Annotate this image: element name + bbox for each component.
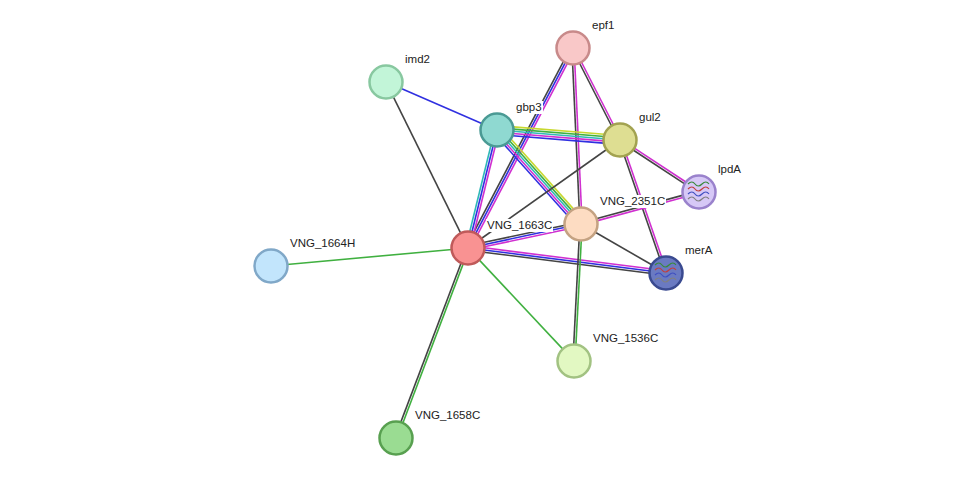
protein-node: epf1 — [555, 30, 591, 66]
interaction-edge — [596, 195, 684, 221]
protein-node: VNG_2351C — [563, 206, 599, 242]
interaction-edge — [484, 248, 651, 273]
protein-node: merA — [648, 255, 684, 291]
interaction-edge — [579, 62, 613, 127]
node-circle — [681, 174, 717, 210]
evidence-line — [287, 249, 452, 264]
protein-node: imd2 — [368, 64, 404, 100]
evidence-line — [484, 248, 650, 269]
evidence-line — [508, 142, 571, 212]
node-label: epf1 — [591, 19, 615, 32]
node-circle — [253, 248, 289, 284]
node-circle — [555, 30, 591, 66]
evidence-line — [484, 252, 650, 273]
node-label: gul2 — [638, 111, 662, 124]
evidence-line — [475, 62, 565, 234]
node-label: VNG_1536C — [592, 332, 659, 345]
interaction-edge — [287, 249, 452, 264]
interaction-edge — [574, 240, 582, 345]
interaction-edge — [513, 127, 605, 143]
evidence-line — [574, 240, 579, 345]
interaction-edge — [633, 148, 686, 184]
interaction-edge — [595, 232, 652, 265]
node-label: VNG_1664H — [289, 237, 356, 250]
evidence-line — [513, 136, 604, 143]
node-circle — [648, 255, 684, 291]
evidence-line — [633, 150, 685, 184]
evidence-line — [596, 195, 683, 219]
interaction-edge — [479, 260, 563, 350]
node-label: lpdA — [717, 163, 742, 176]
interaction-edge — [393, 96, 461, 233]
evidence-line — [484, 250, 650, 271]
evidence-line — [506, 143, 569, 213]
protein-node: lpdA — [681, 174, 717, 210]
node-circle — [563, 206, 599, 242]
protein-node: VNG_1536C — [556, 343, 592, 379]
protein-node: VNG_1664H — [253, 248, 289, 284]
node-circle — [378, 420, 414, 456]
node-label: VNG_1658C — [414, 409, 481, 422]
evidence-line — [511, 139, 574, 209]
evidence-line — [509, 140, 572, 210]
evidence-line — [579, 63, 611, 127]
interaction-edge — [401, 263, 464, 424]
evidence-line — [401, 88, 483, 123]
protein-node: VNG_1658C — [378, 420, 414, 456]
interaction-edge — [504, 139, 573, 215]
node-label: VNG_1663C — [486, 219, 553, 232]
evidence-line — [484, 229, 566, 246]
node-circle — [479, 112, 515, 148]
protein-node: gul2 — [602, 122, 638, 158]
evidence-line — [581, 62, 613, 126]
node-label: merA — [684, 244, 713, 257]
node-circle — [602, 122, 638, 158]
interaction-edge — [473, 61, 567, 235]
protein-node: gbp3 — [479, 112, 515, 148]
evidence-line — [479, 260, 563, 350]
node-label: VNG_2351C — [599, 195, 666, 208]
protein-node: VNG_1663C — [450, 230, 486, 266]
evidence-line — [403, 263, 464, 423]
node-circle — [368, 64, 404, 100]
node-label: gbp3 — [515, 101, 543, 114]
evidence-line — [401, 263, 462, 423]
node-label: imd2 — [404, 53, 431, 66]
node-circle — [556, 343, 592, 379]
evidence-line — [634, 148, 686, 182]
evidence-line — [595, 232, 652, 265]
interaction-edge — [401, 88, 483, 123]
evidence-line — [504, 145, 567, 215]
node-circle — [450, 230, 486, 266]
evidence-line — [393, 96, 461, 233]
